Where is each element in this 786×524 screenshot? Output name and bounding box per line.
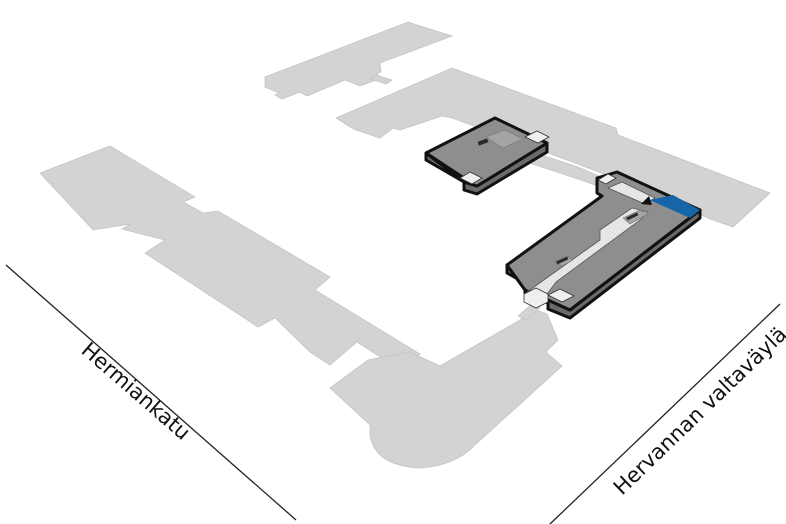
footprint-northeast-wing (335, 67, 771, 228)
entrance-marker-icon[interactable] (641, 196, 652, 205)
north-stair-upper[interactable] (524, 130, 550, 144)
east-corridor-upper (606, 181, 656, 205)
road-line-hervannan-valtavayla (549, 303, 781, 524)
footprint-south-hub (329, 308, 563, 469)
east-room-1 (622, 209, 649, 225)
road-line-hermiankatu (5, 264, 297, 521)
east-room-1-bar (626, 212, 639, 221)
building-footprints (39, 21, 771, 469)
highlighted-room[interactable] (650, 195, 700, 218)
road-label-hermiankatu: Hermiankatu (77, 338, 195, 445)
footprint-south-corridor (517, 303, 541, 321)
building-block-east[interactable] (505, 170, 702, 320)
north-stair-bar (477, 138, 489, 146)
east-stair-lower[interactable] (547, 288, 575, 303)
east-room-2-bar (556, 256, 569, 265)
east-stair-upper[interactable] (597, 173, 617, 185)
north-atrium (485, 129, 524, 149)
east-entry-box[interactable] (523, 287, 549, 309)
road-label-hervannan-valtavayla: Hervannan valtaväylä (609, 322, 786, 500)
footprint-north-connector (369, 74, 393, 85)
footprint-west-wing (39, 145, 421, 366)
footprint-north-wing (264, 21, 454, 100)
building-block-north[interactable] (424, 116, 550, 196)
north-stair-lower[interactable] (459, 171, 483, 185)
